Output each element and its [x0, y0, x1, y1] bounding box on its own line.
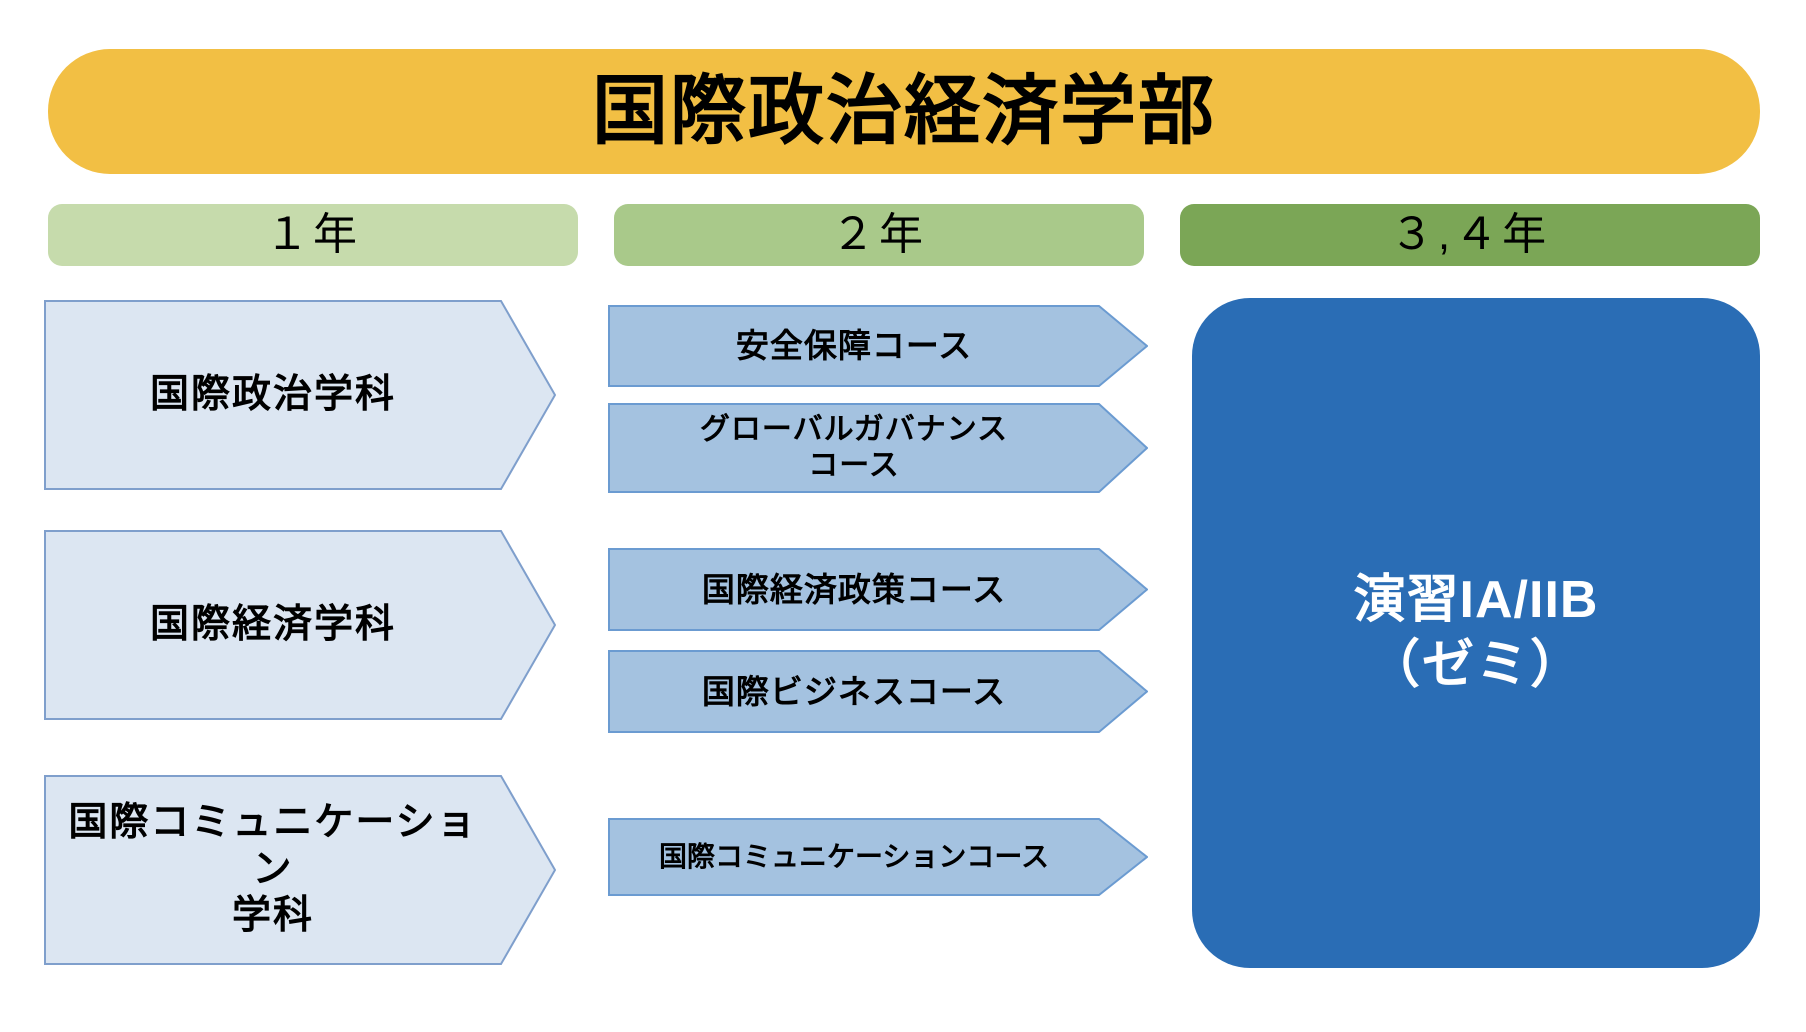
course-chevron-international-economic-policy: 国際経済政策コース — [608, 548, 1148, 631]
course-label-line-1: グローバルガバナンス — [699, 413, 1009, 446]
year-header-1: １年 — [48, 204, 578, 266]
course-label: 国際ビジネスコース — [701, 672, 1007, 710]
department-chevron-international-economics: 国際経済学科 — [44, 530, 556, 720]
year-header-1-label: １年 — [265, 210, 361, 259]
seminar-panel: 演習IA/IIB （ゼミ） — [1192, 298, 1760, 968]
faculty-title-banner: 国際政治経済学部 — [48, 49, 1760, 174]
course-label: グローバルガバナンスコース — [700, 412, 1056, 484]
year-header-2: ２年 — [614, 204, 1144, 266]
department-label: 国際コミュニケーション学科 — [48, 800, 552, 940]
chevron-shape-icon — [44, 530, 556, 720]
course-label-line-2: コース — [808, 449, 900, 482]
chevron-shape-icon — [608, 305, 1148, 387]
department-label: 国際経済学科 — [149, 602, 396, 646]
year-header-2-label: ２年 — [831, 210, 927, 259]
year-header-3-4-label: ３,４年 — [1389, 210, 1551, 259]
department-chevron-international-communication: 国際コミュニケーション学科 — [44, 775, 556, 965]
year-header-3-4: ３,４年 — [1180, 204, 1760, 266]
chevron-shape-icon — [608, 818, 1148, 896]
department-chevron-international-politics: 国際政治学科 — [44, 300, 556, 490]
chevron-shape-icon — [608, 548, 1148, 631]
course-label: 国際経済政策コース — [701, 570, 1007, 608]
chevron-shape-icon — [44, 775, 556, 965]
chevron-shape-icon — [608, 650, 1148, 733]
page-title: 国際政治経済学部 — [592, 68, 1216, 154]
department-label-line-1: 国際コミュニケーション — [68, 800, 478, 891]
course-label: 安全保障コース — [735, 327, 973, 365]
department-label: 国際政治学科 — [149, 372, 396, 416]
course-chevron-international-business: 国際ビジネスコース — [608, 650, 1148, 733]
course-label: 国際コミュニケーションコース — [658, 841, 1050, 873]
course-chevron-international-communication: 国際コミュニケーションコース — [608, 818, 1148, 896]
seminar-label: 演習IA/IIB （ゼミ） — [1354, 568, 1599, 698]
department-label-line-2: 学科 — [231, 894, 314, 938]
course-chevron-global-governance: グローバルガバナンスコース — [608, 403, 1148, 493]
seminar-label-line-2: （ゼミ） — [1367, 636, 1584, 694]
chevron-shape-icon — [608, 403, 1148, 493]
seminar-label-line-1: 演習IA/IIB — [1353, 571, 1599, 629]
chevron-shape-icon — [44, 300, 556, 490]
course-chevron-security: 安全保障コース — [608, 305, 1148, 387]
